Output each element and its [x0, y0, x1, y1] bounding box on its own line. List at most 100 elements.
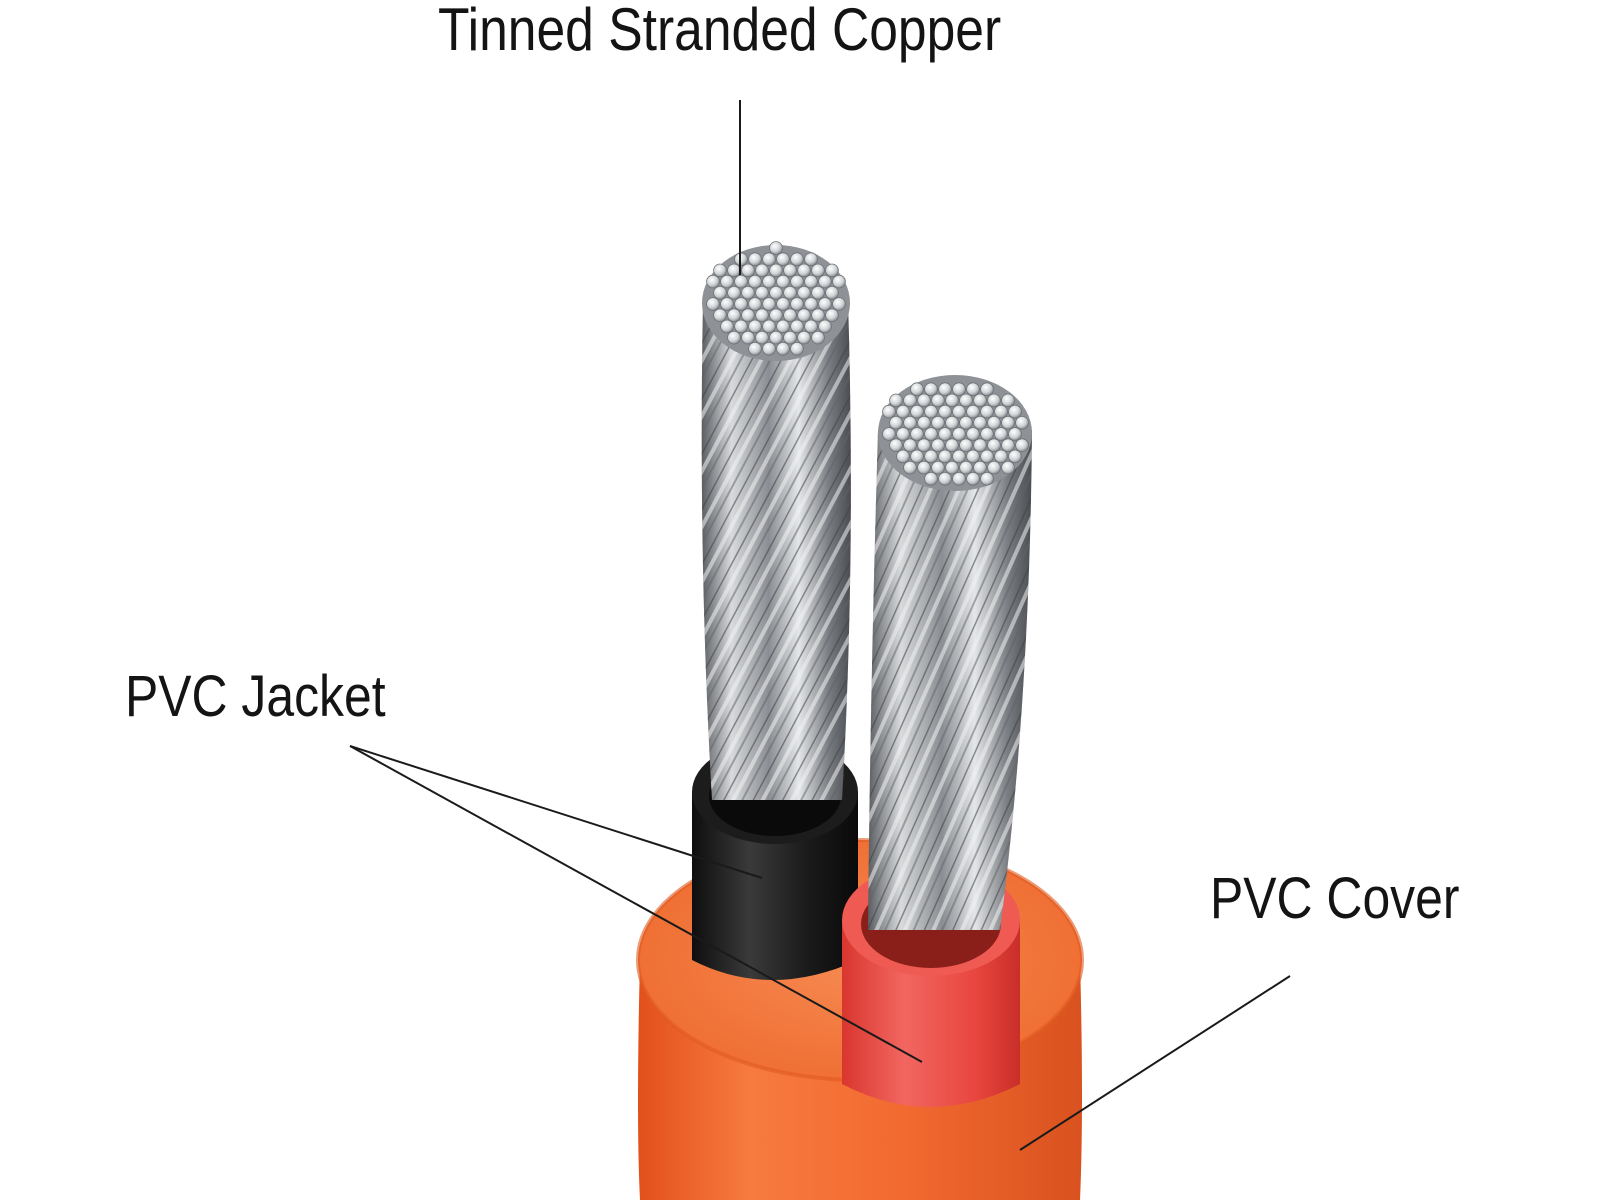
strand-end: [769, 330, 783, 345]
strand-end: [903, 460, 917, 475]
strand-end: [917, 460, 931, 475]
strand-end: [924, 382, 938, 397]
strand-end: [720, 274, 734, 289]
strand-end: [720, 319, 734, 334]
strand-end: [959, 415, 973, 430]
strand-end: [811, 263, 825, 278]
strand-end: [741, 330, 755, 345]
strand-end: [811, 308, 825, 323]
strand-end: [783, 285, 797, 300]
strand-end: [832, 274, 846, 289]
strand-end: [776, 252, 790, 267]
strand-end: [952, 382, 966, 397]
strand-end: [762, 319, 776, 334]
strand-end: [713, 285, 727, 300]
strand-end: [825, 308, 839, 323]
strand-end: [797, 308, 811, 323]
strand-end: [1001, 393, 1015, 408]
strand-end: [797, 263, 811, 278]
copper-strands-left: [701, 241, 851, 800]
strand-end: [755, 330, 769, 345]
strand-end: [938, 382, 952, 397]
strand-end: [762, 252, 776, 267]
strand-end: [727, 263, 741, 278]
strand-end: [1015, 438, 1029, 453]
strand-end: [938, 449, 952, 464]
strand-end: [896, 427, 910, 441]
strand-end: [980, 404, 994, 419]
strand-end: [896, 404, 910, 419]
strand-end: [769, 308, 783, 323]
strand-end: [825, 285, 839, 300]
strand-end: [966, 427, 980, 441]
strand-end: [882, 404, 896, 419]
strand-end: [804, 297, 818, 311]
strand-end: [910, 382, 924, 397]
strand-end: [917, 415, 931, 430]
strand-end: [987, 393, 1001, 408]
copper-strands-right: [868, 375, 1032, 930]
strand-end: [910, 404, 924, 419]
strand-end: [952, 427, 966, 441]
strand-end: [980, 382, 994, 397]
strand-end: [966, 382, 980, 397]
strand-end: [818, 319, 832, 334]
strand-end: [734, 319, 748, 334]
strand-end: [1001, 460, 1015, 475]
strand-end: [973, 460, 987, 475]
strand-end: [741, 263, 755, 278]
strand-end: [790, 252, 804, 267]
strand-end: [1001, 438, 1015, 453]
strand-end: [790, 274, 804, 289]
strand-end: [713, 263, 727, 278]
strand-end: [952, 471, 966, 486]
strand-end: [994, 449, 1008, 464]
strand-end: [720, 297, 734, 311]
strand-end: [727, 308, 741, 323]
strand-end: [889, 415, 903, 430]
strand-end: [889, 438, 903, 453]
strand-end: [987, 415, 1001, 430]
strand-end: [748, 319, 762, 334]
strand-end: [776, 274, 790, 289]
strand-end: [832, 297, 846, 311]
leader-line-cover: [1019, 975, 1291, 1151]
leader-lines: [349, 100, 1291, 1151]
strand-end: [1008, 427, 1022, 441]
strand-end: [917, 393, 931, 408]
strand-ends-left: [706, 241, 846, 356]
strand-end: [945, 393, 959, 408]
strand-end: [994, 427, 1008, 441]
strand-end: [973, 415, 987, 430]
strand-end: [910, 427, 924, 441]
strand-end: [959, 393, 973, 408]
strand-end: [980, 449, 994, 464]
strand-end: [804, 274, 818, 289]
strand-end: [987, 460, 1001, 475]
strand-end: [790, 297, 804, 311]
strand-end: [769, 241, 783, 255]
strand-end: [959, 438, 973, 453]
strand-end: [910, 449, 924, 464]
strand-end: [882, 427, 896, 441]
strand-end: [776, 341, 790, 356]
strand-end: [931, 460, 945, 475]
strand-end: [903, 415, 917, 430]
strand-end: [825, 263, 839, 278]
strand-end: [896, 449, 910, 464]
strand-end: [980, 471, 994, 486]
strand-end: [980, 427, 994, 441]
leader-line-jacket-red: [349, 745, 923, 1063]
strand-end: [713, 308, 727, 323]
strand-end: [931, 393, 945, 408]
strand-end: [748, 341, 762, 356]
strand-end: [966, 449, 980, 464]
strand-end: [924, 471, 938, 486]
strand-ends-right: [882, 382, 1029, 486]
strand-end: [734, 297, 748, 311]
strand-end: [966, 471, 980, 486]
strand-end: [797, 285, 811, 300]
strand-end: [755, 263, 769, 278]
strand-end: [945, 460, 959, 475]
strand-end: [811, 285, 825, 300]
